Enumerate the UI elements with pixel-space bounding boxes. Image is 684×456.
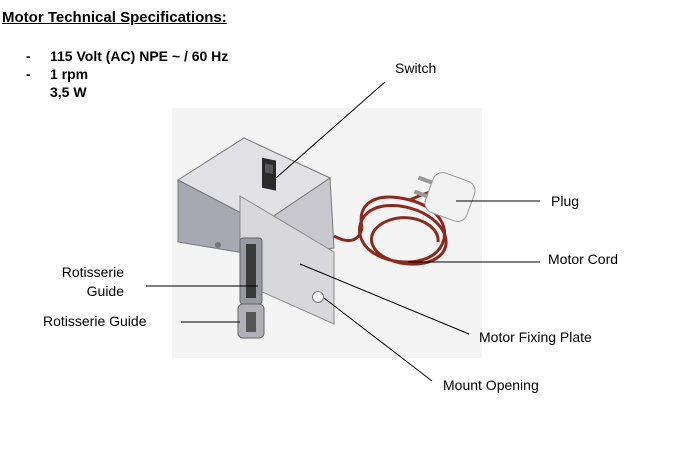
label-rotisserie-guide-1-line1: Rotisserie <box>61 264 124 280</box>
spec-bullet-rpm: - <box>26 66 31 82</box>
label-rotisserie-guide-1-line2: Guide <box>86 283 124 299</box>
label-plug: Plug <box>551 193 580 209</box>
mount-opening <box>312 291 324 303</box>
label-mount-opening: Mount Opening <box>443 377 539 393</box>
spec-bullet-voltage: - <box>26 48 31 64</box>
label-motor-fixing-plate: Motor Fixing Plate <box>479 329 592 345</box>
plug-icon <box>413 172 476 222</box>
specifications-heading: Motor Technical Specifications: <box>2 9 227 26</box>
label-motor-cord: Motor Cord <box>548 251 619 267</box>
spec-rpm: 1 rpm <box>50 66 89 82</box>
label-switch: Switch <box>395 60 437 76</box>
spec-power: 3,5 W <box>50 84 87 100</box>
motor-fixing-plate-leader-line <box>299 263 470 335</box>
rotisserie-guide <box>215 237 265 339</box>
label-rotisserie-guide-2: Rotisserie Guide <box>43 313 147 329</box>
mount-opening-leader-line <box>323 297 433 382</box>
spec-voltage: 115 Volt (AC) NPE ~ / 60 Hz <box>50 48 229 64</box>
switch-leader-line <box>275 81 386 179</box>
switch-icon <box>262 157 276 191</box>
